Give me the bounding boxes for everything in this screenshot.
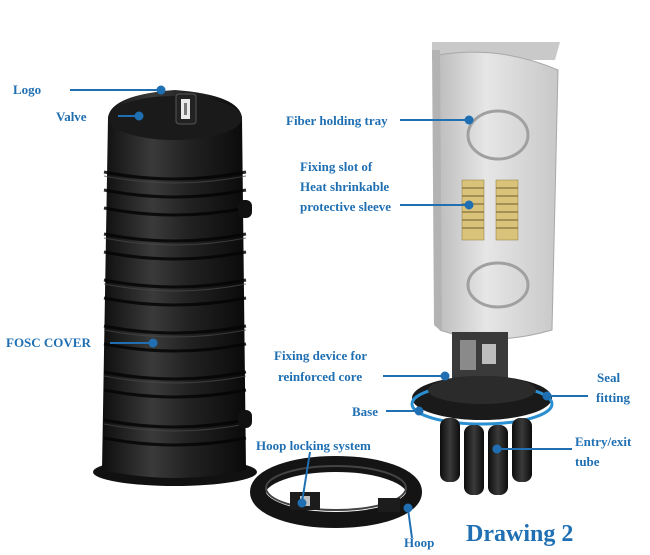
label-fixing-slot-3: protective sleeve: [300, 199, 392, 214]
fosc-cover-illustration: [93, 90, 257, 486]
label-fixing-device-1: Fixing device for: [274, 348, 368, 363]
label-hoop-locking: Hoop locking system: [256, 438, 371, 453]
label-seal-2: fitting: [596, 390, 630, 405]
label-entry-1: Entry/exit: [575, 434, 632, 449]
label-fixing-slot-2: Heat shrinkable: [300, 179, 390, 194]
hoop-illustration: [250, 456, 422, 528]
tray-assembly-illustration: [410, 42, 560, 495]
leader-lines: [70, 85, 588, 539]
label-seal-1: Seal: [597, 370, 621, 385]
label-fosc-cover: FOSC COVER: [6, 335, 91, 350]
label-fixing-slot-1: Fixing slot of: [300, 159, 373, 174]
label-fixing-device-2: reinforced core: [278, 369, 363, 384]
label-entry-2: tube: [575, 454, 600, 469]
label-base: Base: [352, 404, 378, 419]
label-logo: Logo: [13, 82, 42, 97]
label-hoop: Hoop: [404, 535, 435, 550]
label-fiber-holding-tray: Fiber holding tray: [286, 113, 388, 128]
caption: Drawing 2: [466, 521, 574, 547]
label-valve: Valve: [56, 109, 87, 124]
